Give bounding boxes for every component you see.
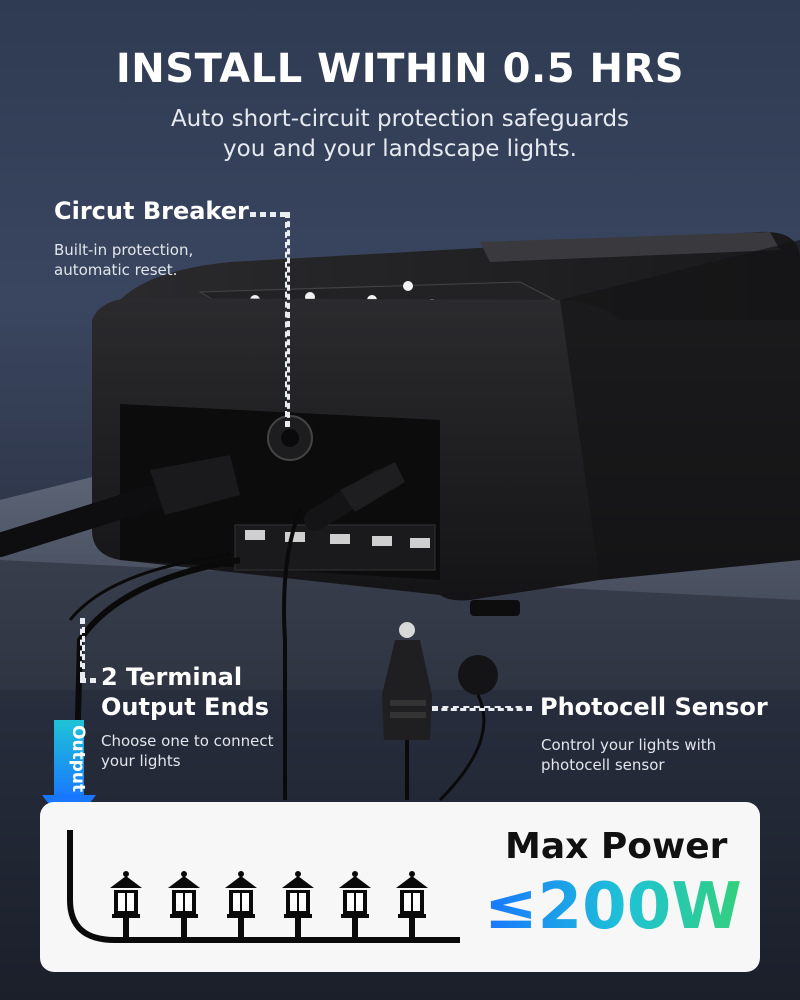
photocell-description: Control your lights with photocell senso… — [541, 735, 716, 775]
indicator-led — [403, 281, 413, 291]
photocell-description-line: Control your lights with — [541, 736, 717, 754]
terminal-leader-line — [80, 618, 85, 678]
device-label-plate — [480, 232, 780, 262]
terminal-title-line: Output Ends — [101, 693, 269, 721]
breaker-leader-line — [285, 212, 290, 427]
breaker-description: Built-in protection, automatic reset. — [54, 240, 193, 280]
terminal-description-line: your lights — [101, 752, 181, 770]
garden-lamp-icon — [396, 871, 428, 940]
terminal-block — [234, 524, 436, 571]
power-cable — [0, 478, 187, 557]
max-power-label: Max Power — [505, 826, 728, 867]
subheadline: Auto short-circuit protection safeguards… — [0, 104, 800, 164]
photocell-description-line: photocell sensor — [541, 756, 665, 774]
breaker-description-line: automatic reset. — [54, 261, 178, 279]
terminal-title: 2 Terminal Output Ends — [101, 662, 269, 722]
garden-lamp-icon — [282, 871, 314, 940]
device-foot — [470, 600, 520, 616]
terminal-leader-line — [80, 678, 96, 683]
subheadline-line: Auto short-circuit protection safeguards — [170, 106, 630, 132]
photocell-sensor — [458, 655, 498, 695]
output-label: Output — [68, 725, 88, 793]
garden-lamp-icon — [110, 871, 142, 940]
garden-lamp-icon — [225, 871, 257, 940]
garden-lamp-icon — [339, 871, 371, 940]
output-wire — [282, 509, 302, 800]
garden-lamp-icon — [168, 871, 200, 940]
max-power-value: ≤200W — [484, 870, 742, 944]
breaker-leader-line — [250, 212, 286, 217]
photocell-leader-line — [432, 706, 532, 711]
breaker-title: Circut Breaker — [54, 197, 249, 225]
photocell-title: Photocell Sensor — [540, 693, 768, 721]
breaker-description-line: Built-in protection, — [54, 241, 194, 259]
output-wire — [67, 830, 460, 943]
headline: INSTALL WITHIN 0.5 HRS — [115, 46, 685, 92]
device-side — [560, 240, 800, 580]
terminal-description: Choose one to connect your lights — [101, 731, 273, 771]
subheadline-line: you and your landscape lights. — [223, 136, 577, 162]
terminal-description-line: Choose one to connect — [101, 732, 274, 750]
terminal-title-line: 2 Terminal — [101, 663, 243, 691]
